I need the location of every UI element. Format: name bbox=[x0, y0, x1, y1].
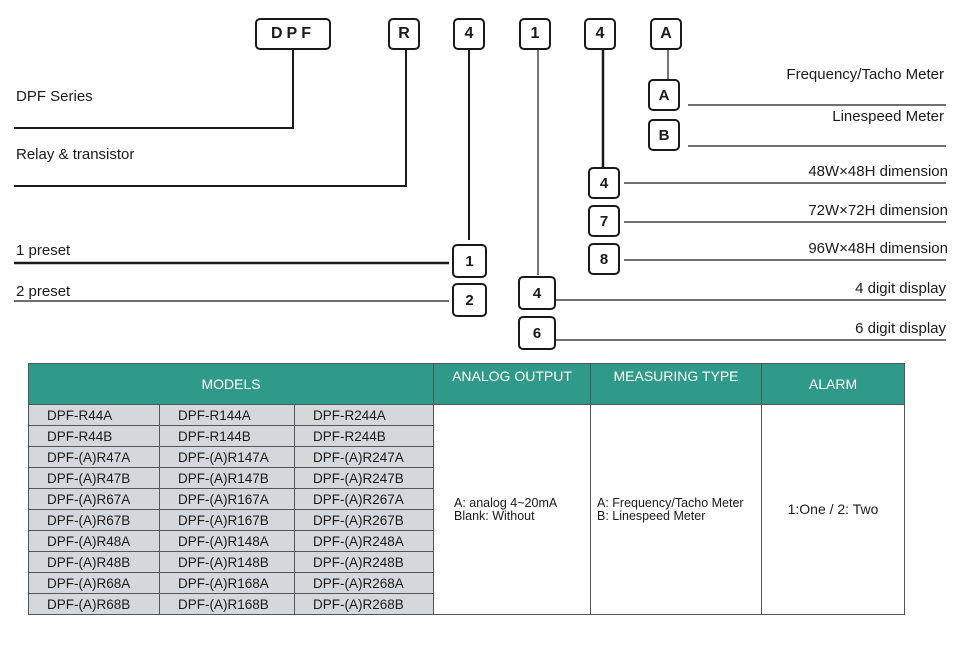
model-cell: DPF-R44A bbox=[28, 404, 160, 426]
analog-output-cell-line: A: analog 4~20mA bbox=[454, 495, 558, 510]
model-cell: DPF-R144A bbox=[159, 404, 295, 426]
model-cell: DPF-(A)R68A bbox=[28, 572, 160, 594]
dimension-option-8: 8 bbox=[588, 243, 620, 275]
model-cell: DPF-(A)R147B bbox=[159, 467, 295, 489]
code-display-box: 1 bbox=[519, 18, 551, 50]
display-option-6: 6 bbox=[518, 316, 556, 350]
preset-option-2: 2 bbox=[452, 283, 487, 317]
model-cell: DPF-(A)R267A bbox=[294, 488, 434, 510]
preset-option-1: 1 bbox=[452, 244, 487, 278]
model-cell: DPF-(A)R48B bbox=[28, 551, 160, 573]
model-cell: DPF-(A)R247B bbox=[294, 467, 434, 489]
model-cell: DPF-(A)R47B bbox=[28, 467, 160, 489]
code-relay-box: R bbox=[388, 18, 420, 50]
model-cell: DPF-(A)R248A bbox=[294, 530, 434, 552]
preset-2-label: 2 preset bbox=[16, 283, 71, 300]
dimension-8-label: 96W×48H dimension bbox=[808, 240, 948, 257]
models-table: MODELS ANALOG OUTPUT MEASURING TYPE ALAR… bbox=[28, 363, 905, 615]
model-cell: DPF-(A)R68B bbox=[28, 593, 160, 615]
display-4-label: 4 digit display bbox=[855, 280, 946, 297]
measuring-type-cell-line: B: Linespeed Meter bbox=[597, 508, 706, 523]
model-cell: DPF-(A)R268A bbox=[294, 572, 434, 594]
relay-label: Relay & transistor bbox=[16, 146, 135, 163]
code-dimension-box: 4 bbox=[584, 18, 616, 50]
meter-b-label: Linespeed Meter bbox=[832, 108, 944, 125]
meter-option-a: A bbox=[648, 79, 680, 111]
model-cell: DPF-R144B bbox=[159, 425, 295, 447]
preset-1-label: 1 preset bbox=[16, 242, 71, 259]
analog-output-cell-line: Blank: Without bbox=[454, 508, 535, 523]
model-cell: DPF-(A)R168B bbox=[159, 593, 295, 615]
model-cell: DPF-(A)R168A bbox=[159, 572, 295, 594]
dimension-option-7: 7 bbox=[588, 205, 620, 237]
analog-output-header: ANALOG OUTPUT bbox=[433, 363, 591, 405]
model-cell: DPF-(A)R167B bbox=[159, 509, 295, 531]
model-cell: DPF-(A)R47A bbox=[28, 446, 160, 468]
alarm-cell: 1:One / 2: Two bbox=[761, 404, 905, 615]
model-cell: DPF-(A)R248B bbox=[294, 551, 434, 573]
model-cell: DPF-(A)R67A bbox=[28, 488, 160, 510]
models-header: MODELS bbox=[28, 363, 434, 405]
display-option-4: 4 bbox=[518, 276, 556, 310]
measuring-type-cell-line: A: Frequency/Tacho Meter bbox=[597, 495, 744, 510]
series-label: DPF Series bbox=[16, 88, 93, 105]
dimension-option-4: 4 bbox=[588, 167, 620, 199]
model-cell: DPF-(A)R67B bbox=[28, 509, 160, 531]
model-cell: DPF-(A)R268B bbox=[294, 593, 434, 615]
dimension-7-label: 72W×72H dimension bbox=[808, 202, 948, 219]
model-cell: DPF-R44B bbox=[28, 425, 160, 447]
code-series-box: DPF bbox=[255, 18, 331, 50]
model-cell: DPF-(A)R267B bbox=[294, 509, 434, 531]
model-cell: DPF-(A)R147A bbox=[159, 446, 295, 468]
model-cell: DPF-(A)R148A bbox=[159, 530, 295, 552]
dimension-4-label: 48W×48H dimension bbox=[808, 163, 948, 180]
model-cell: DPF-(A)R167A bbox=[159, 488, 295, 510]
model-cell: DPF-R244A bbox=[294, 404, 434, 426]
model-cell: DPF-(A)R247A bbox=[294, 446, 434, 468]
model-cell: DPF-(A)R48A bbox=[28, 530, 160, 552]
meter-option-b: B bbox=[648, 119, 680, 151]
alarm-header: ALARM bbox=[761, 363, 905, 405]
code-meter-box: A bbox=[650, 18, 682, 50]
display-6-label: 6 digit display bbox=[855, 320, 946, 337]
model-cell: DPF-R244B bbox=[294, 425, 434, 447]
code-preset-box: 4 bbox=[453, 18, 485, 50]
model-cell: DPF-(A)R148B bbox=[159, 551, 295, 573]
meter-a-label: Frequency/Tacho Meter bbox=[786, 66, 944, 83]
measuring-type-header: MEASURING TYPE bbox=[590, 363, 762, 405]
